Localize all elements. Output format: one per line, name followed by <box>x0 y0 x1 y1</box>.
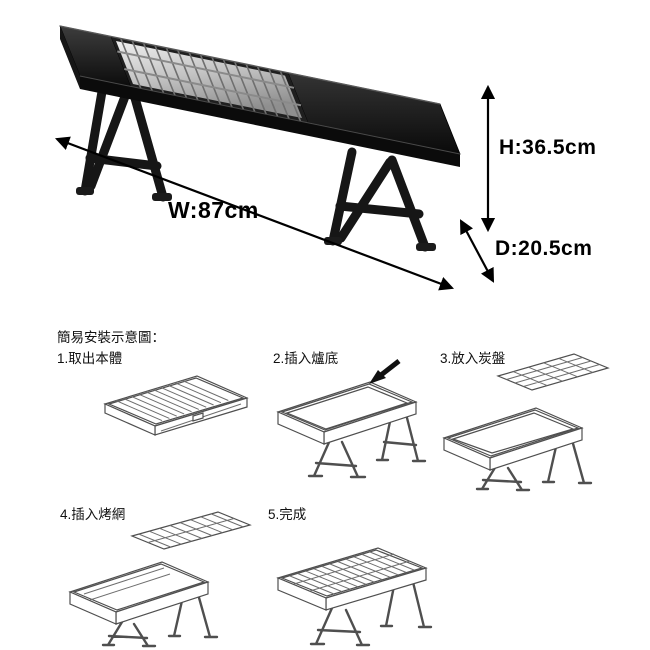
step1-label: 1.取出本體 <box>57 351 123 366</box>
depth-dimension-arrow <box>459 219 495 283</box>
insert-arrow-head <box>369 370 386 384</box>
grill-left-end-face <box>60 26 80 89</box>
step3-legs <box>475 436 593 492</box>
insert-arrow-shaft <box>379 359 401 377</box>
grill-foot <box>76 187 94 195</box>
step3-label: 3.放入炭盤 <box>440 351 506 366</box>
grate-rails <box>117 50 302 107</box>
grill-foot <box>416 243 436 251</box>
step1-illustration-folded-body <box>103 375 249 436</box>
step5-illustration-complete <box>276 547 433 647</box>
step4-legs <box>101 590 219 648</box>
step2-illustration-insert-base <box>276 359 427 479</box>
assembly-section-title: 簡易安裝示意圖： <box>57 330 165 345</box>
height-dimension-label: H:36.5cm <box>499 136 597 159</box>
product-photo-grill <box>54 25 496 291</box>
depth-dimension-label: D:20.5cm <box>495 237 593 260</box>
width-dimension-label: W:87cm <box>168 197 259 223</box>
step5-legs <box>309 574 433 647</box>
step5-label: 5.完成 <box>268 507 307 522</box>
width-dimension-arrow <box>54 136 455 291</box>
grate-bars <box>120 38 302 122</box>
step4-illustration-insert-grate <box>68 511 252 648</box>
step4-label: 4.插入烤網 <box>60 507 126 522</box>
step2-legs <box>307 410 427 479</box>
step3-illustration-place-charcoal-tray <box>442 353 610 492</box>
grill-top-edge-highlight <box>59 25 441 105</box>
grill-legs-right <box>328 147 430 252</box>
step2-label: 2.插入爐底 <box>273 351 339 366</box>
